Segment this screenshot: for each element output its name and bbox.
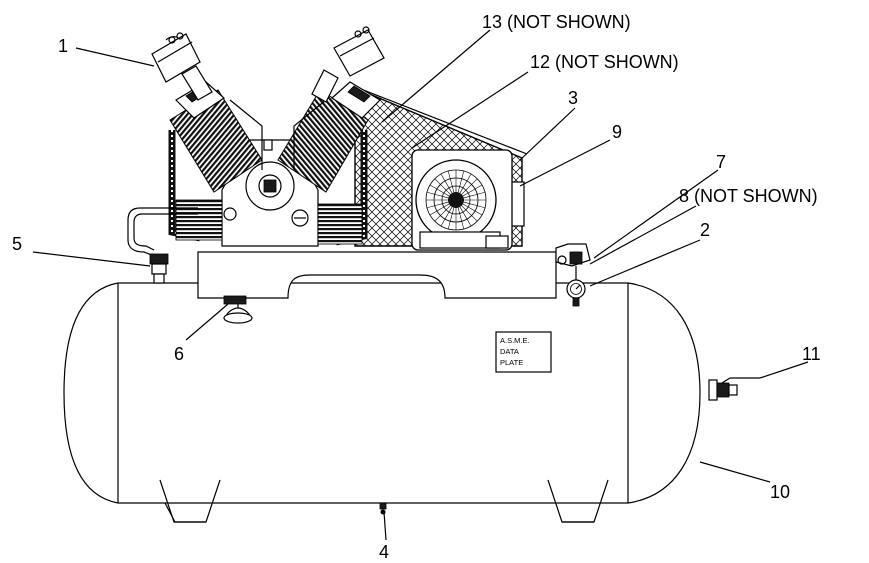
asme-data-plate: A.S.M.E. DATA PLATE xyxy=(495,331,552,373)
data-plate-line-1: A.S.M.E. xyxy=(500,336,530,345)
callout-7: 7 xyxy=(716,152,726,172)
callout-1: 1 xyxy=(58,36,68,56)
callout-10: 10 xyxy=(770,482,790,502)
tank-foot-left xyxy=(159,479,221,523)
intake-filter-right xyxy=(311,26,385,103)
motor-fan-grille xyxy=(425,169,487,231)
data-plate-line-2: DATA xyxy=(500,347,519,356)
tank-foot-right xyxy=(547,479,609,523)
pressure-gauge xyxy=(566,266,586,307)
callout-12: 12 (NOT SHOWN) xyxy=(530,52,679,72)
callout-labels: 1 13 (NOT SHOWN) 12 (NOT SHOWN) 3 9 7 8 … xyxy=(12,12,821,562)
unloader-valve xyxy=(223,295,253,324)
drain-valve xyxy=(379,502,387,515)
callout-3: 3 xyxy=(568,88,578,108)
compressor-base xyxy=(197,251,557,299)
callout-5: 5 xyxy=(12,234,22,254)
callout-11: 11 xyxy=(802,344,821,364)
check-valve xyxy=(149,253,169,284)
callout-6: 6 xyxy=(174,344,184,364)
callout-4: 4 xyxy=(379,542,389,562)
pressure-switch xyxy=(555,243,591,267)
data-plate-line-3: PLATE xyxy=(500,358,523,367)
callout-9: 9 xyxy=(612,122,622,142)
callout-8: 8 (NOT SHOWN) xyxy=(679,186,818,206)
leader-lines xyxy=(32,29,809,541)
air-tank xyxy=(63,282,701,504)
callout-13: 13 (NOT SHOWN) xyxy=(482,12,631,32)
electric-motor xyxy=(411,149,525,251)
compressor-pump xyxy=(127,81,381,257)
intake-filter-left xyxy=(151,32,213,101)
service-valve xyxy=(708,377,760,401)
callout-2: 2 xyxy=(700,220,710,240)
